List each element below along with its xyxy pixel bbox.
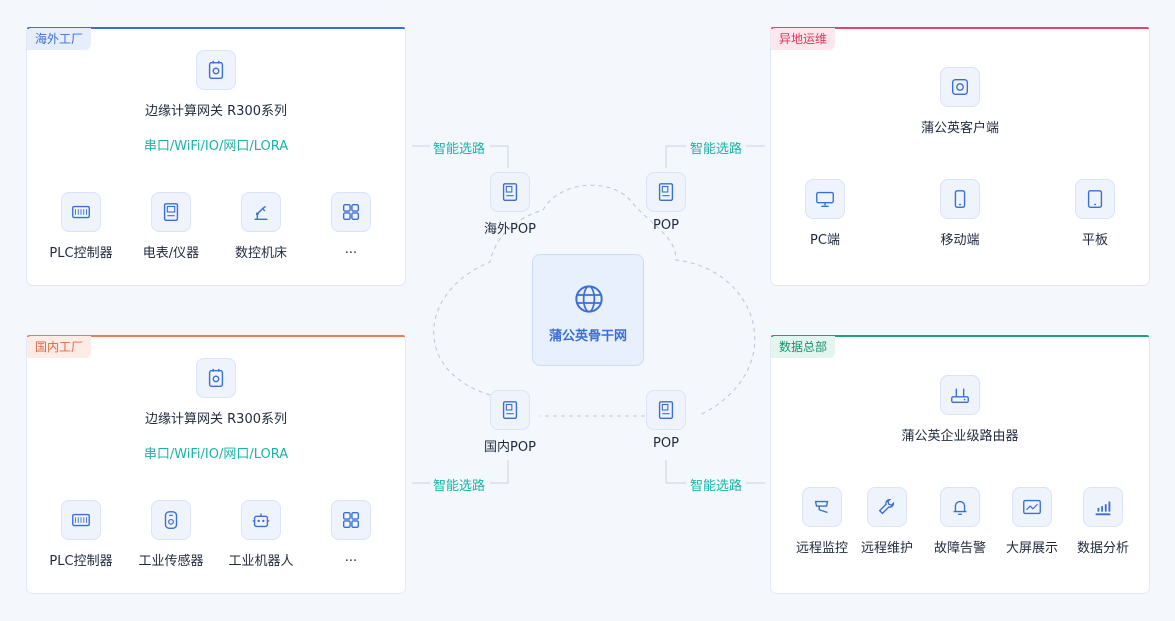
backbone-label: 蒲公英骨干网 [548, 329, 627, 344]
router-icon [940, 375, 980, 415]
pop-node-icon [646, 172, 686, 212]
cloud-outline [433, 184, 756, 417]
pop-node-icon [490, 390, 530, 430]
gateway-label: 边缘计算网关 R300系列 [145, 412, 287, 427]
smart-routing-label: 智能选路 [690, 479, 743, 494]
more-apps-icon [331, 192, 371, 232]
tablet-icon [1075, 179, 1115, 219]
camera-icon [802, 487, 842, 527]
device-label: PLC控制器 [49, 246, 113, 261]
phone-icon [940, 179, 980, 219]
plc-icon [61, 500, 101, 540]
protocol-label: 串口/WiFi/IO/网口/LORA [143, 139, 289, 154]
panel-tag: 国内工厂 [27, 336, 92, 358]
pop-label: 国内POP [484, 440, 536, 455]
device-label: PC端 [810, 233, 840, 248]
plc-icon [61, 192, 101, 232]
pop-label: POP [653, 436, 679, 451]
more-apps-icon [331, 500, 371, 540]
meter-icon [151, 192, 191, 232]
device-label: 平板 [1081, 233, 1109, 248]
app-label: 大屏展示 [1005, 541, 1059, 556]
device-label: ... [344, 550, 358, 565]
device-label: 工业传感器 [138, 554, 204, 569]
device-label: PLC控制器 [49, 554, 113, 569]
panel-tag: 海外工厂 [27, 28, 92, 50]
client-label: 蒲公英客户端 [920, 121, 1000, 136]
client-app-icon [940, 67, 980, 107]
pop-node-icon [646, 390, 686, 430]
robot-icon [241, 500, 281, 540]
bell-icon [940, 487, 980, 527]
protocol-label: 串口/WiFi/IO/网口/LORA [143, 447, 289, 462]
backbone-network-node: 蒲公英骨干网 [532, 254, 644, 366]
overseas-factory-panel: 海外工厂 [26, 27, 406, 286]
app-label: 故障告警 [933, 541, 987, 556]
app-label: 远程监控 [795, 541, 849, 556]
panel-tag: 数据总部 [771, 336, 836, 358]
monitor-icon [805, 179, 845, 219]
cnc-machine-icon [241, 192, 281, 232]
globe-icon [575, 285, 603, 313]
smart-routing-label: 智能选路 [690, 142, 743, 157]
device-label: ... [344, 242, 358, 257]
bar-chart-icon [1083, 487, 1123, 527]
gateway-label: 边缘计算网关 R300系列 [145, 104, 287, 119]
router-label: 蒲公英企业级路由器 [901, 429, 1019, 444]
smart-routing-label: 智能选路 [433, 142, 486, 157]
app-label: 远程维护 [860, 541, 914, 556]
panel-tag: 异地运维 [771, 28, 836, 50]
device-label: 工业机器人 [228, 554, 294, 569]
device-label: 数控机床 [234, 246, 288, 261]
gateway-icon [196, 50, 236, 90]
smart-routing-label: 智能选路 [433, 479, 486, 494]
app-label: 数据分析 [1076, 541, 1130, 556]
pop-label: POP [653, 218, 679, 233]
pop-label: 海外POP [484, 222, 536, 237]
gateway-icon [196, 358, 236, 398]
pop-node-icon [490, 172, 530, 212]
screen-icon [1012, 487, 1052, 527]
sensor-icon [151, 500, 191, 540]
wrench-icon [867, 487, 907, 527]
device-label: 移动端 [940, 233, 980, 248]
device-label: 电表/仪器 [142, 246, 200, 261]
